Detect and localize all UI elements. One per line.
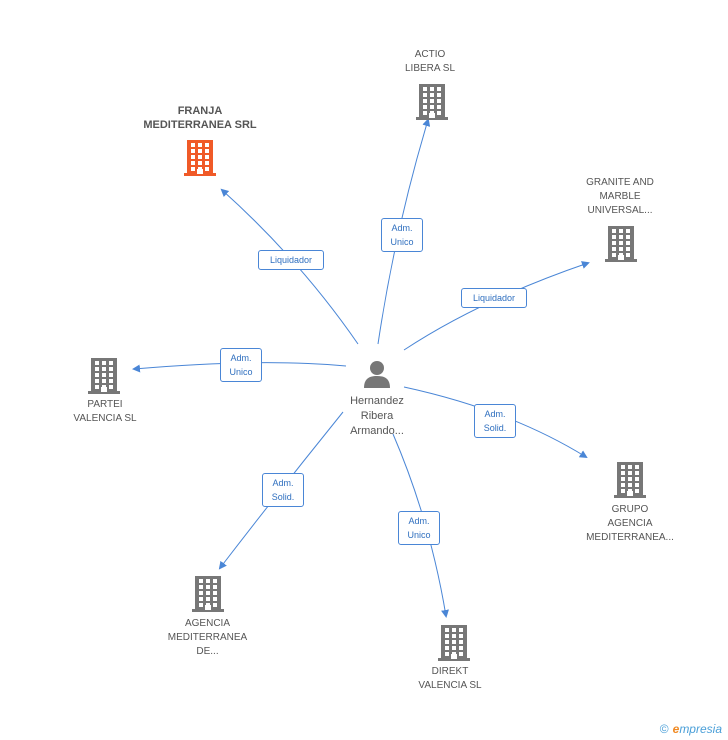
building-icon[interactable] <box>614 462 646 498</box>
building-icon[interactable] <box>416 84 448 120</box>
building-icon[interactable] <box>438 625 470 661</box>
brand-initial: e <box>672 722 680 736</box>
center-person-name[interactable]: Hernandez Ribera Armando... <box>350 395 404 437</box>
building-icon[interactable] <box>184 140 216 176</box>
person-icon[interactable] <box>362 359 392 389</box>
role-label-direkt[interactable]: Adm. Unico <box>398 511 440 545</box>
company-name-partei[interactable]: PARTEI VALENCIA SL <box>73 399 137 424</box>
role-label-granite[interactable]: Liquidador <box>461 288 527 308</box>
role-label-franja[interactable]: Liquidador <box>258 250 324 270</box>
company-name-grupo[interactable]: GRUPO AGENCIA MEDITERRANEA... <box>586 504 674 543</box>
brand-name: mpresia <box>679 722 722 736</box>
company-name-franja[interactable]: FRANJA MEDITERRANEA SRL <box>143 105 257 131</box>
role-label-agencia[interactable]: Adm. Solid. <box>262 473 304 507</box>
building-icon[interactable] <box>88 358 120 394</box>
company-name-granite[interactable]: GRANITE AND MARBLE UNIVERSAL... <box>586 177 654 216</box>
copyright-symbol: © <box>659 722 669 736</box>
company-name-direkt[interactable]: DIREKT VALENCIA SL <box>418 666 482 691</box>
footer-brand: ©empresia <box>660 722 722 736</box>
company-name-agencia[interactable]: AGENCIA MEDITERRANEA DE... <box>167 618 248 657</box>
role-label-partei[interactable]: Adm. Unico <box>220 348 262 382</box>
role-label-actio[interactable]: Adm. Unico <box>381 218 423 252</box>
building-icon[interactable] <box>192 576 224 612</box>
role-label-grupo[interactable]: Adm. Solid. <box>474 404 516 438</box>
building-icon[interactable] <box>605 226 637 262</box>
company-name-actio[interactable]: ACTIO LIBERA SL <box>404 49 456 74</box>
